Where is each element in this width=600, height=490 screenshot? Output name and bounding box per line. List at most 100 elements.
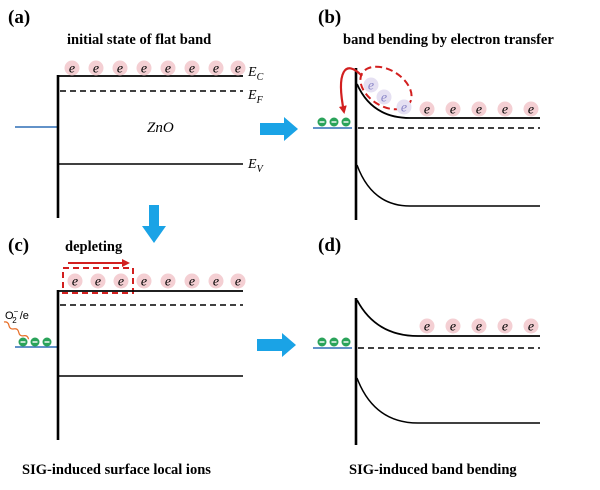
electron: e: [112, 60, 128, 77]
svg-text:e: e: [72, 275, 78, 290]
panel-d-electrons: e e e e e: [419, 318, 539, 335]
panel-c-electrons: e e e e e e e e: [67, 273, 246, 290]
svg-text:e: e: [141, 62, 147, 77]
electron: e: [445, 318, 461, 335]
panel-b-title: band bending by electron transfer: [343, 32, 554, 48]
svg-text:e: e: [401, 101, 407, 116]
electron: e: [67, 273, 83, 290]
caption-right: SIG-induced band bending: [349, 462, 517, 478]
material-label: ZnO: [147, 120, 174, 136]
surface-ion: [317, 117, 327, 127]
svg-text:e: e: [368, 79, 374, 94]
electron: e: [136, 60, 152, 77]
panel-b: (b) band bending by electron transfer e …: [313, 7, 554, 220]
panel-a-electrons: e e e e e e e e: [64, 60, 246, 77]
svg-text:e: e: [235, 62, 241, 77]
svg-text:e: e: [95, 275, 101, 290]
electron: e: [184, 273, 200, 290]
electron: e: [113, 273, 129, 290]
panel-c: (c) depleting O−2 /e e e e e e e e e: [3, 235, 246, 440]
panel-d-conduction-band: [356, 299, 540, 337]
electron: e: [419, 101, 435, 118]
panel-d: (d) e e e e e: [313, 235, 540, 445]
electron: e: [160, 60, 176, 77]
svg-text:e: e: [450, 103, 456, 118]
electron-transfer-arrow: [338, 67, 363, 114]
electron: e: [523, 101, 539, 118]
svg-text:e: e: [189, 275, 195, 290]
svg-text:e: e: [450, 320, 456, 335]
electron: e: [523, 318, 539, 335]
surface-ion: [18, 337, 28, 347]
panel-d-valence-band: [356, 377, 540, 424]
panel-a-letter: (a): [8, 7, 30, 28]
surface-species-label: O−2 /e: [5, 307, 29, 325]
svg-text:e: e: [528, 320, 534, 335]
panel-b-electrons: e e e e e e e e: [363, 77, 539, 118]
electron-transferred: e: [396, 99, 412, 116]
electron: e: [90, 273, 106, 290]
svg-text:e: e: [235, 275, 241, 290]
svg-text:e: e: [424, 103, 430, 118]
surface-ion: [329, 337, 339, 347]
electron: e: [136, 273, 152, 290]
svg-text:e: e: [213, 275, 219, 290]
electron: e: [208, 273, 224, 290]
panel-a-ec-label: EC: [247, 65, 264, 83]
surface-ion: [30, 337, 40, 347]
electron: e: [184, 60, 200, 77]
panel-c-letter: (c): [8, 235, 29, 256]
electron: e: [230, 273, 246, 290]
svg-text:e: e: [381, 91, 387, 106]
arrow-right-icon: [260, 117, 298, 141]
surface-ion: [317, 337, 327, 347]
svg-text:e: e: [118, 275, 124, 290]
panel-b-conduction-band: [356, 83, 540, 119]
electron: e: [88, 60, 104, 77]
panel-b-surface-ions: [317, 117, 351, 127]
electron: e: [160, 273, 176, 290]
panel-d-letter: (d): [318, 235, 341, 256]
wavy-arrow-icon: [3, 321, 30, 340]
electron: e: [445, 101, 461, 118]
electron-transferred: e: [376, 89, 392, 106]
panel-b-letter: (b): [318, 7, 341, 28]
svg-text:e: e: [528, 103, 534, 118]
svg-text:e: e: [189, 62, 195, 77]
surface-ion: [329, 117, 339, 127]
electron-transferred: e: [363, 77, 379, 94]
electron: e: [64, 60, 80, 77]
svg-text:e: e: [213, 62, 219, 77]
svg-text:e: e: [502, 103, 508, 118]
svg-text:e: e: [93, 62, 99, 77]
svg-text:e: e: [476, 103, 482, 118]
electron: e: [471, 318, 487, 335]
panel-d-surface-ions: [317, 337, 351, 347]
panel-a-ev-label: EV: [247, 157, 265, 175]
surface-ion: [341, 337, 351, 347]
electron: e: [208, 60, 224, 77]
svg-text:e: e: [165, 275, 171, 290]
caption-left: SIG-induced surface local ions: [22, 462, 211, 478]
electron: e: [497, 318, 513, 335]
depleting-label: depleting: [65, 239, 123, 255]
svg-text:e: e: [424, 320, 430, 335]
panel-b-valence-band: [356, 164, 540, 207]
svg-text:e: e: [117, 62, 123, 77]
surface-ion: [341, 117, 351, 127]
depleted-electrons-box: [62, 267, 134, 294]
panel-c-surface-ions: [18, 337, 52, 347]
svg-text:e: e: [69, 62, 75, 77]
electron: e: [497, 101, 513, 118]
panel-a-ef-label: EF: [247, 88, 264, 106]
svg-text:e: e: [502, 320, 508, 335]
electron: e: [419, 318, 435, 335]
surface-ion: [42, 337, 52, 347]
panel-a-title: initial state of flat band: [67, 32, 211, 48]
arrow-right-icon: [257, 333, 296, 357]
svg-text:e: e: [165, 62, 171, 77]
electron: e: [471, 101, 487, 118]
svg-text:e: e: [476, 320, 482, 335]
svg-text:e: e: [141, 275, 147, 290]
